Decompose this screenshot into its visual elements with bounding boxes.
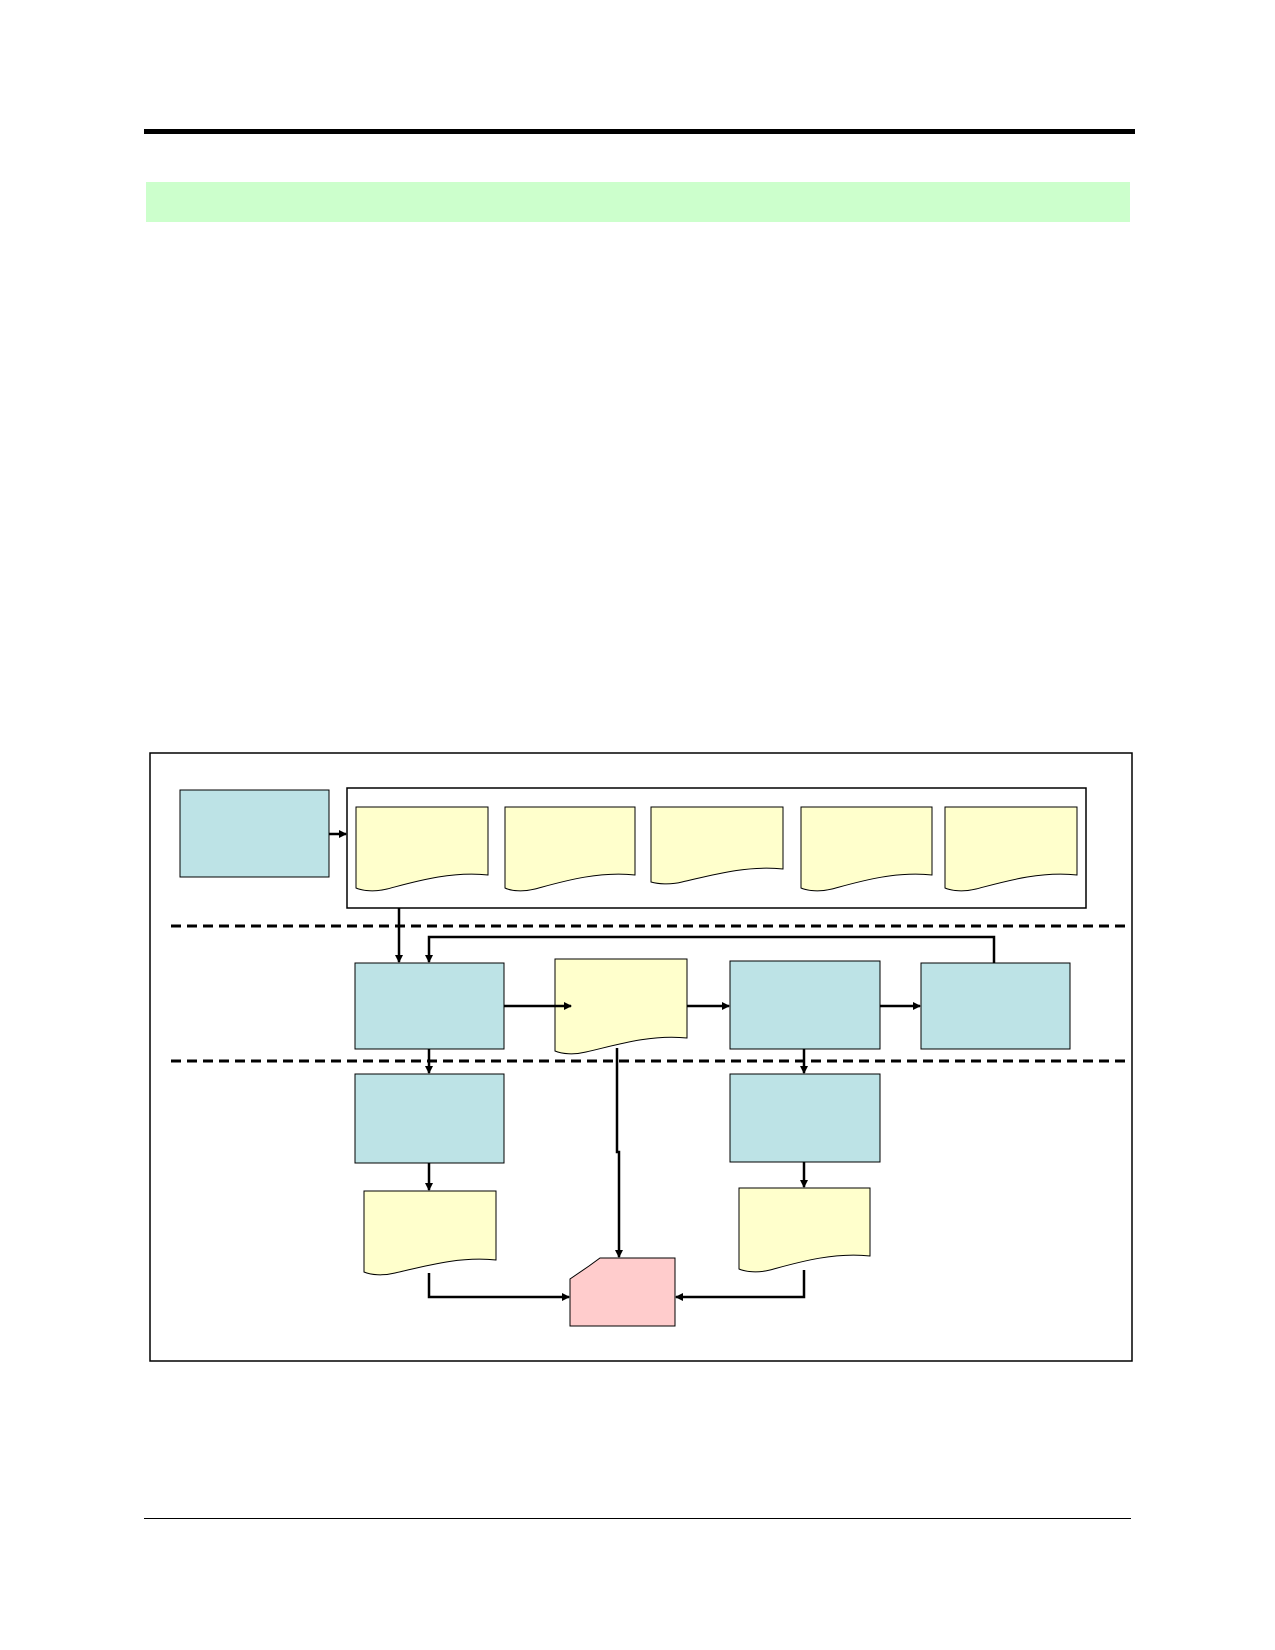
- arrow-document-to-output: [615, 1048, 623, 1258]
- process-box-step-3: [920, 962, 1071, 1050]
- document-box-lower-left: [363, 1190, 497, 1276]
- process-box-step-5: [729, 1073, 881, 1163]
- process-box-step-2: [729, 960, 881, 1050]
- output-box: [569, 1257, 676, 1327]
- arrow-lower-left-to-output: [427, 1273, 570, 1301]
- document-box-4: [800, 806, 933, 892]
- document-box-middle: [554, 958, 688, 1055]
- document-box-5: [944, 806, 1078, 892]
- document-box-3: [650, 806, 784, 885]
- document-box-1: [355, 806, 489, 892]
- source-documents-group: [346, 787, 1087, 909]
- bottom-rule: [144, 1518, 1131, 1519]
- process-box-source: [179, 789, 330, 878]
- flow-diagram: [149, 752, 1134, 1363]
- top-rule: [144, 129, 1135, 134]
- process-box-step-1: [354, 962, 505, 1050]
- document-box-lower-right: [738, 1187, 871, 1273]
- feedback-loop-line: [425, 935, 996, 963]
- document-box-2: [504, 806, 636, 892]
- process-box-step-4: [354, 1073, 505, 1164]
- section-heading-band: [146, 182, 1130, 222]
- arrow-lower-right-to-output: [675, 1270, 806, 1301]
- flow-diagram-canvas: [149, 752, 1133, 1362]
